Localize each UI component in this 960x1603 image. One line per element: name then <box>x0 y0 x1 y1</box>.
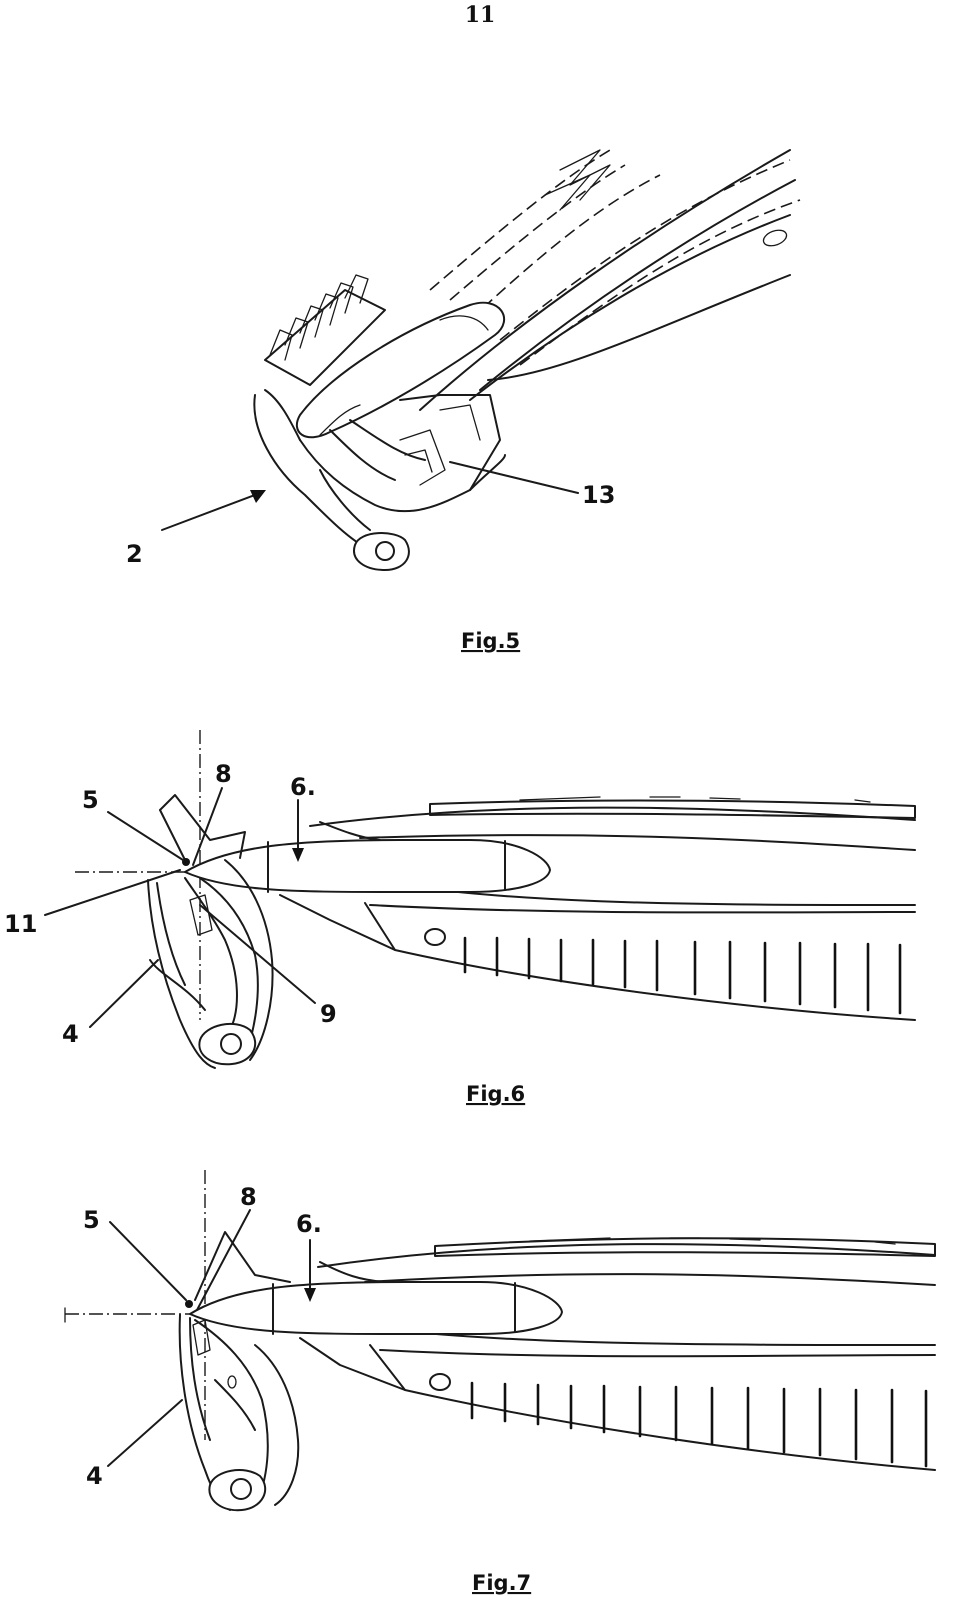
fig7-label-4: 4 <box>86 1462 103 1490</box>
figure-7: 5 8 6. 4 Fig.7 <box>64 1170 936 1595</box>
fig6-label-9: 9 <box>320 1000 337 1028</box>
fig6-label-6: 6. <box>290 773 316 801</box>
fig6-label-8: 8 <box>215 760 232 788</box>
fig7-point-5 <box>185 1300 193 1308</box>
fig5-handle-hole <box>762 229 788 247</box>
fig6-label-4: 4 <box>62 1020 79 1048</box>
fig6-vent-slots <box>463 936 902 1015</box>
fig6-label-5: 5 <box>82 786 99 814</box>
fig6-caption: Fig.6 <box>466 1082 525 1106</box>
fig6-label-11: 11 <box>4 910 37 938</box>
fig6-nozzle <box>184 839 551 893</box>
fig7-pivot-hole <box>230 1478 252 1500</box>
fig7-label-6: 6. <box>296 1210 322 1238</box>
fig7-clamp-head <box>178 1231 300 1512</box>
fig6-handle-hole <box>424 928 446 946</box>
fig6-handle <box>184 796 916 1021</box>
fig5-arrow-2 <box>161 490 266 531</box>
figure-6: 5 8 6. 11 9 4 Fig.6 <box>4 730 916 1106</box>
fig6-clamp-head <box>147 794 274 1069</box>
fig7-pivot-knob <box>208 1469 267 1512</box>
fig5-pivot-knob <box>353 532 410 571</box>
fig7-nozzle <box>189 1281 563 1335</box>
fig5-clamp-head <box>253 389 506 571</box>
fig5-leader-13 <box>449 461 579 494</box>
fig7-label-8: 8 <box>240 1183 257 1211</box>
fig7-handle <box>189 1237 936 1471</box>
fig5-handle <box>295 149 796 439</box>
fig5-label-2: 2 <box>126 540 143 568</box>
fig5-caption: Fig.5 <box>461 629 520 653</box>
fig7-handle-hole <box>429 1373 451 1391</box>
fig6-pivot-knob <box>198 1022 257 1066</box>
fig7-caption: Fig.7 <box>472 1571 531 1595</box>
fig5-label-13: 13 <box>582 481 615 509</box>
fig5-comb-teeth <box>264 274 386 386</box>
fig7-label-5: 5 <box>83 1206 100 1234</box>
fig7-leaders <box>107 1209 316 1467</box>
fig7-vent-slots <box>470 1381 928 1468</box>
fig5-pivot-hole <box>375 541 395 561</box>
figure-5: 2 13 Fig.5 <box>126 149 801 653</box>
page-number: 11 <box>464 2 496 28</box>
fig6-leaders <box>44 787 316 1028</box>
fig6-pivot-hole <box>220 1033 242 1055</box>
